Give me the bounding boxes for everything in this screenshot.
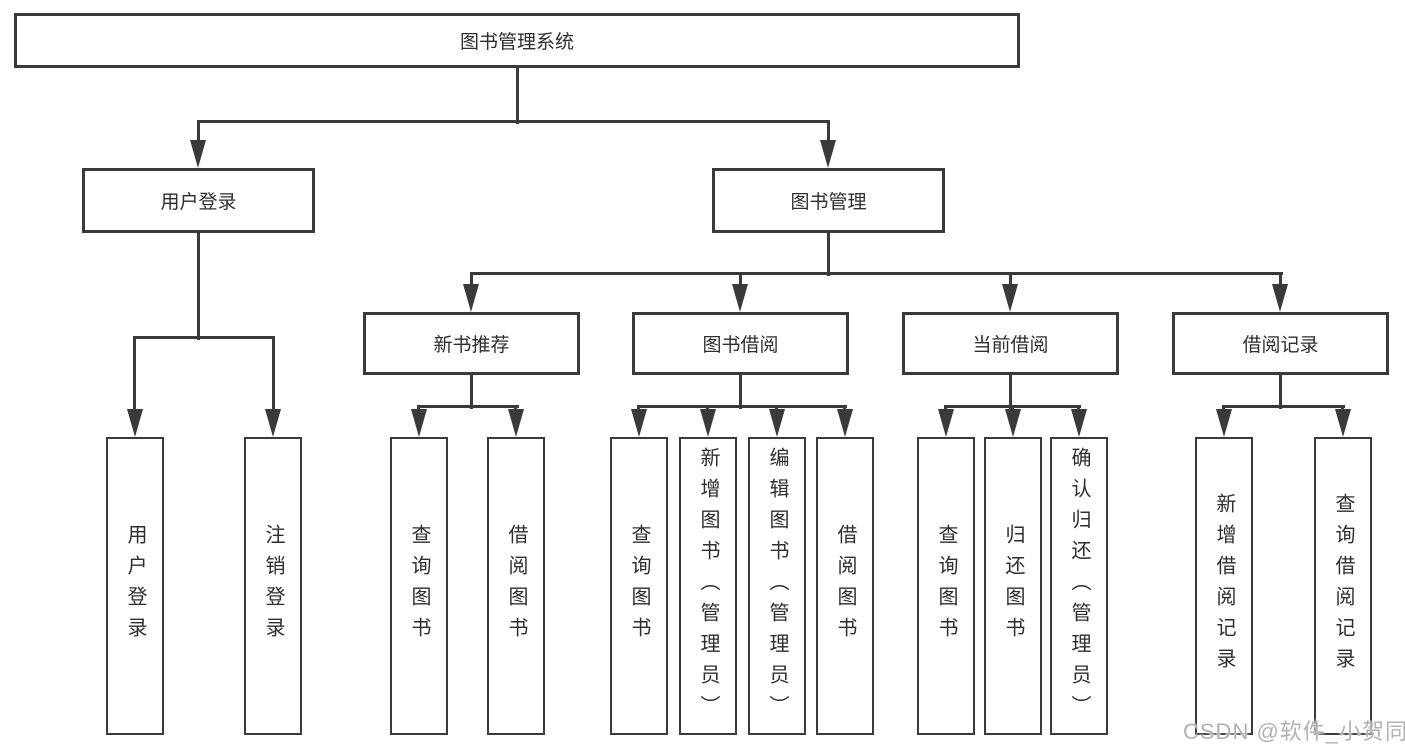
node-current-borrow-label: 当前借阅: [972, 335, 1049, 356]
leaf-query-book-current: 查询图书: [917, 437, 975, 735]
connector-stem: [1009, 272, 1012, 288]
arrow-down-icon: [1216, 409, 1232, 437]
connector-stem: [470, 272, 473, 288]
node-borrow-record: 借阅记录: [1172, 312, 1389, 375]
arrow-down-icon: [1002, 284, 1018, 312]
arrow-down-icon: [700, 409, 716, 437]
connector-user-login-hline: [133, 336, 275, 339]
arrow-down-icon: [463, 284, 479, 312]
arrow-down-icon: [837, 409, 853, 437]
connector-root-hline: [197, 120, 830, 123]
leaf-query-book-recommend-label: 查询图书: [408, 524, 430, 648]
arrow-down-icon: [820, 140, 836, 168]
connector-record-vline: [1279, 375, 1282, 409]
arrow-down-icon: [1272, 284, 1288, 312]
arrow-down-icon: [1335, 409, 1351, 437]
connector-stem: [1279, 272, 1282, 288]
node-user-login-label: 用户登录: [160, 192, 237, 213]
connector-borrow-vline: [739, 375, 742, 409]
leaf-confirm-return-admin: 确认归还（管理员）: [1050, 437, 1108, 735]
arrow-down-icon: [190, 140, 206, 168]
leaf-borrow-book-recommend: 借阅图书: [487, 437, 545, 735]
leaf-logout-label: 注销登录: [262, 524, 284, 648]
leaf-logout: 注销登录: [244, 437, 302, 735]
connector-stem: [197, 120, 200, 144]
leaf-add-borrow-record: 新增借阅记录: [1195, 437, 1253, 735]
connector-stem: [272, 336, 275, 412]
leaf-edit-book-admin: 编辑图书（管理员）: [748, 437, 806, 735]
leaf-add-book-admin-label: 新增图书（管理员）: [697, 446, 719, 726]
leaf-borrow-book-label: 借阅图书: [834, 524, 856, 648]
arrow-down-icon: [265, 409, 281, 437]
connector-stem: [827, 120, 830, 144]
connector-root-vline: [516, 68, 519, 124]
leaf-query-book-recommend: 查询图书: [390, 437, 448, 735]
connector-user-login-vline: [197, 233, 200, 340]
arrow-down-icon: [732, 284, 748, 312]
node-book-borrow: 图书借阅: [632, 312, 849, 375]
leaf-edit-book-admin-label: 编辑图书（管理员）: [766, 446, 788, 726]
csdn-watermark: CSDN @软件_小贺同学: [1183, 719, 1405, 744]
leaf-query-book-borrow: 查询图书: [610, 437, 668, 735]
connector-borrow-hline: [637, 405, 847, 408]
leaf-add-borrow-record-label: 新增借阅记录: [1213, 493, 1235, 679]
leaf-query-borrow-record: 查询借阅记录: [1314, 437, 1372, 735]
leaf-borrow-book: 借阅图书: [816, 437, 874, 735]
node-current-borrow: 当前借阅: [902, 312, 1119, 375]
arrow-down-icon: [938, 409, 954, 437]
leaf-confirm-return-admin-label: 确认归还（管理员）: [1068, 446, 1090, 726]
arrow-down-icon: [1071, 409, 1087, 437]
arrow-down-icon: [411, 409, 427, 437]
leaf-add-book-admin: 新增图书（管理员）: [679, 437, 737, 735]
arrow-down-icon: [508, 409, 524, 437]
leaf-return-book-label: 归还图书: [1002, 524, 1024, 648]
node-borrow-record-label: 借阅记录: [1242, 335, 1319, 356]
connector-record-hline: [1222, 405, 1345, 408]
connector-book-mgmt-hline: [470, 272, 1283, 275]
leaf-return-book: 归还图书: [984, 437, 1042, 735]
node-book-borrow-label: 图书借阅: [702, 335, 779, 356]
leaf-borrow-book-recommend-label: 借阅图书: [505, 524, 527, 648]
node-new-book-recommend-label: 新书推荐: [433, 335, 510, 356]
connector-stem: [133, 336, 136, 412]
connector-recommend-hline: [417, 405, 519, 408]
node-new-book-recommend: 新书推荐: [363, 312, 580, 375]
leaf-query-borrow-record-label: 查询借阅记录: [1332, 493, 1354, 679]
leaf-query-book-current-label: 查询图书: [935, 524, 957, 648]
node-root-label: 图书管理系统: [459, 32, 574, 53]
node-book-management: 图书管理: [712, 168, 945, 233]
leaf-query-book-borrow-label: 查询图书: [628, 524, 650, 648]
arrow-down-icon: [127, 409, 143, 437]
node-book-management-label: 图书管理: [790, 192, 867, 213]
leaf-user-login: 用户登录: [106, 437, 164, 735]
connector-stem: [739, 272, 742, 288]
node-user-login: 用户登录: [82, 168, 315, 233]
connector-recommend-vline: [470, 375, 473, 409]
leaf-user-login-label: 用户登录: [124, 524, 146, 648]
arrow-down-icon: [769, 409, 785, 437]
connector-book-mgmt-vline: [827, 233, 830, 276]
arrow-down-icon: [631, 409, 647, 437]
node-root: 图书管理系统: [14, 13, 1020, 68]
connector-current-vline: [1009, 375, 1012, 409]
arrow-down-icon: [1005, 409, 1021, 437]
